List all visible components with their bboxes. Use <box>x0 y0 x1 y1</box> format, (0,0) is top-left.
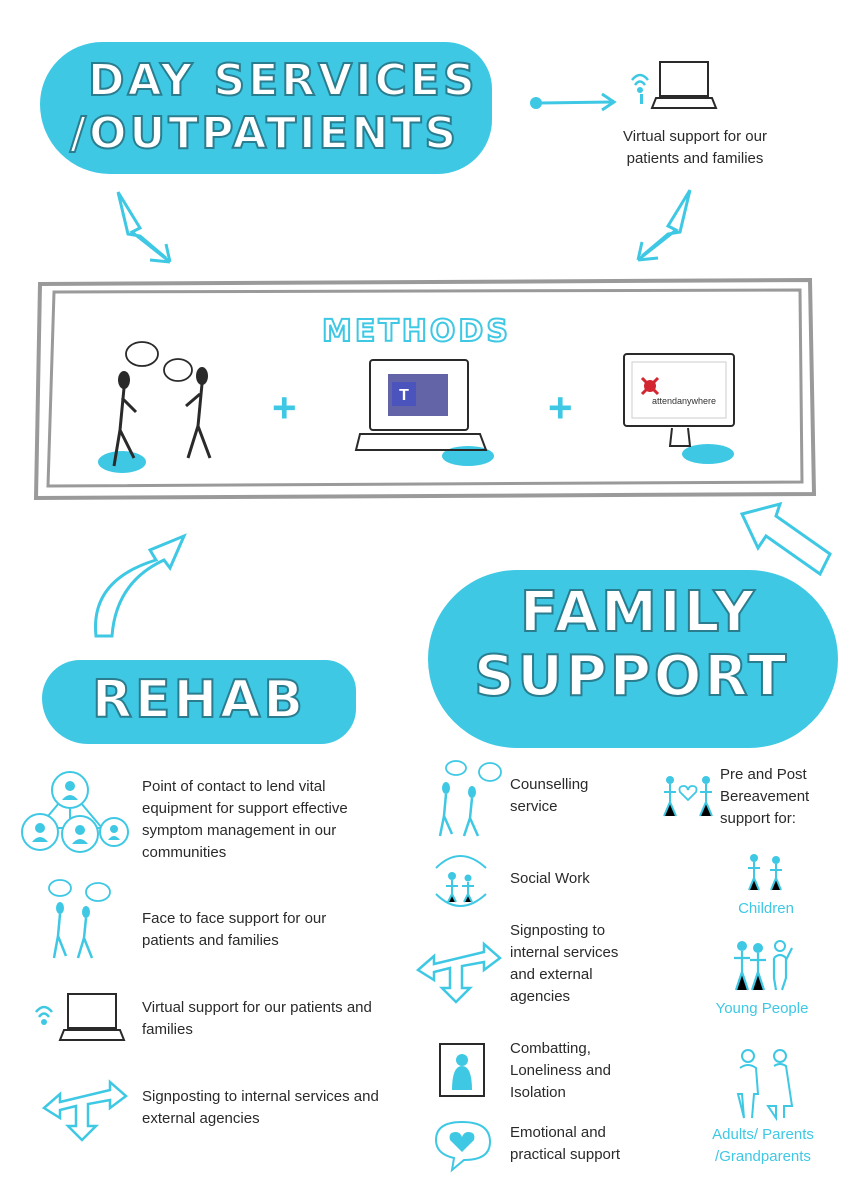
young-people-label: Young People <box>715 1000 809 1017</box>
day-services-title-line2: /OUTPATIENTS <box>69 107 460 160</box>
day-services-title-line1: DAY SERVICES <box>87 54 478 107</box>
family-item-text: Combatting, Loneliness and Isolation <box>510 1040 611 1101</box>
heart-speech-icon <box>434 1120 492 1173</box>
rehab-item-text: Signposting to internal services and ext… <box>142 1088 379 1127</box>
day-services-banner <box>40 42 492 174</box>
isolation-figure-icon <box>439 1043 485 1097</box>
young-people-icon <box>734 940 793 991</box>
rehab-item-text: Virtual support for our patients and fam… <box>142 999 372 1038</box>
plus-sign: + <box>272 384 297 431</box>
rehab-banner <box>42 660 356 744</box>
plus-sign: + <box>548 384 573 431</box>
rehab-item-text: Face to face support for our patients an… <box>142 910 327 949</box>
bereavement-text: Pre and Post Bereavement support for: <box>720 766 810 827</box>
counselling-people-icon <box>438 760 502 837</box>
rehab-title: REHAB <box>91 669 306 731</box>
zigzag-arrow-left-icon <box>116 191 172 264</box>
laptop-wifi-icon <box>35 993 126 1041</box>
children-icon <box>748 854 782 891</box>
straight-arrow-up-icon <box>739 501 832 577</box>
conversation-people-icon <box>48 879 111 959</box>
family-item-text: Signposting to internal services and ext… <box>510 922 619 1005</box>
family-item-text: Counselling service <box>510 776 589 815</box>
children-label: Children <box>738 900 794 917</box>
adults-icon <box>736 1049 794 1122</box>
family-item-text: Emotional and practical support <box>510 1124 621 1163</box>
svg-text:attendanywhere: attendanywhere <box>652 396 716 406</box>
attend-anywhere-monitor-icon: attendanywhere <box>623 353 735 464</box>
signpost-arrows-icon <box>415 941 502 1004</box>
methods-title: METHODS <box>321 313 511 350</box>
virtual-top-text: Virtual support for our patients and fam… <box>623 128 767 167</box>
signpost-arrows-icon <box>41 1079 128 1142</box>
zigzag-arrow-right-icon <box>636 189 692 262</box>
teams-laptop-icon: T <box>354 359 494 466</box>
family-support-banner <box>428 570 838 748</box>
face-to-face-people-icon <box>98 341 212 473</box>
svg-text:T: T <box>399 387 409 404</box>
arrow-to-virtual-icon <box>530 92 617 112</box>
family-item-text: Social Work <box>510 870 590 887</box>
rehab-item-text: Point of contact to lend vital equipment… <box>142 778 348 861</box>
social-work-family-icon <box>435 855 487 907</box>
bereavement-heart-people-icon <box>663 776 713 817</box>
curved-arrow-up-icon <box>94 533 187 638</box>
methods-frame <box>33 277 817 501</box>
laptop-wifi-icon <box>631 61 718 109</box>
family-title-line1: FAMILY <box>519 579 758 646</box>
community-network-icon <box>21 771 129 853</box>
adults-label: Adults/ Parents /Grandparents <box>712 1126 814 1165</box>
family-title-line2: SUPPORT <box>473 643 790 710</box>
